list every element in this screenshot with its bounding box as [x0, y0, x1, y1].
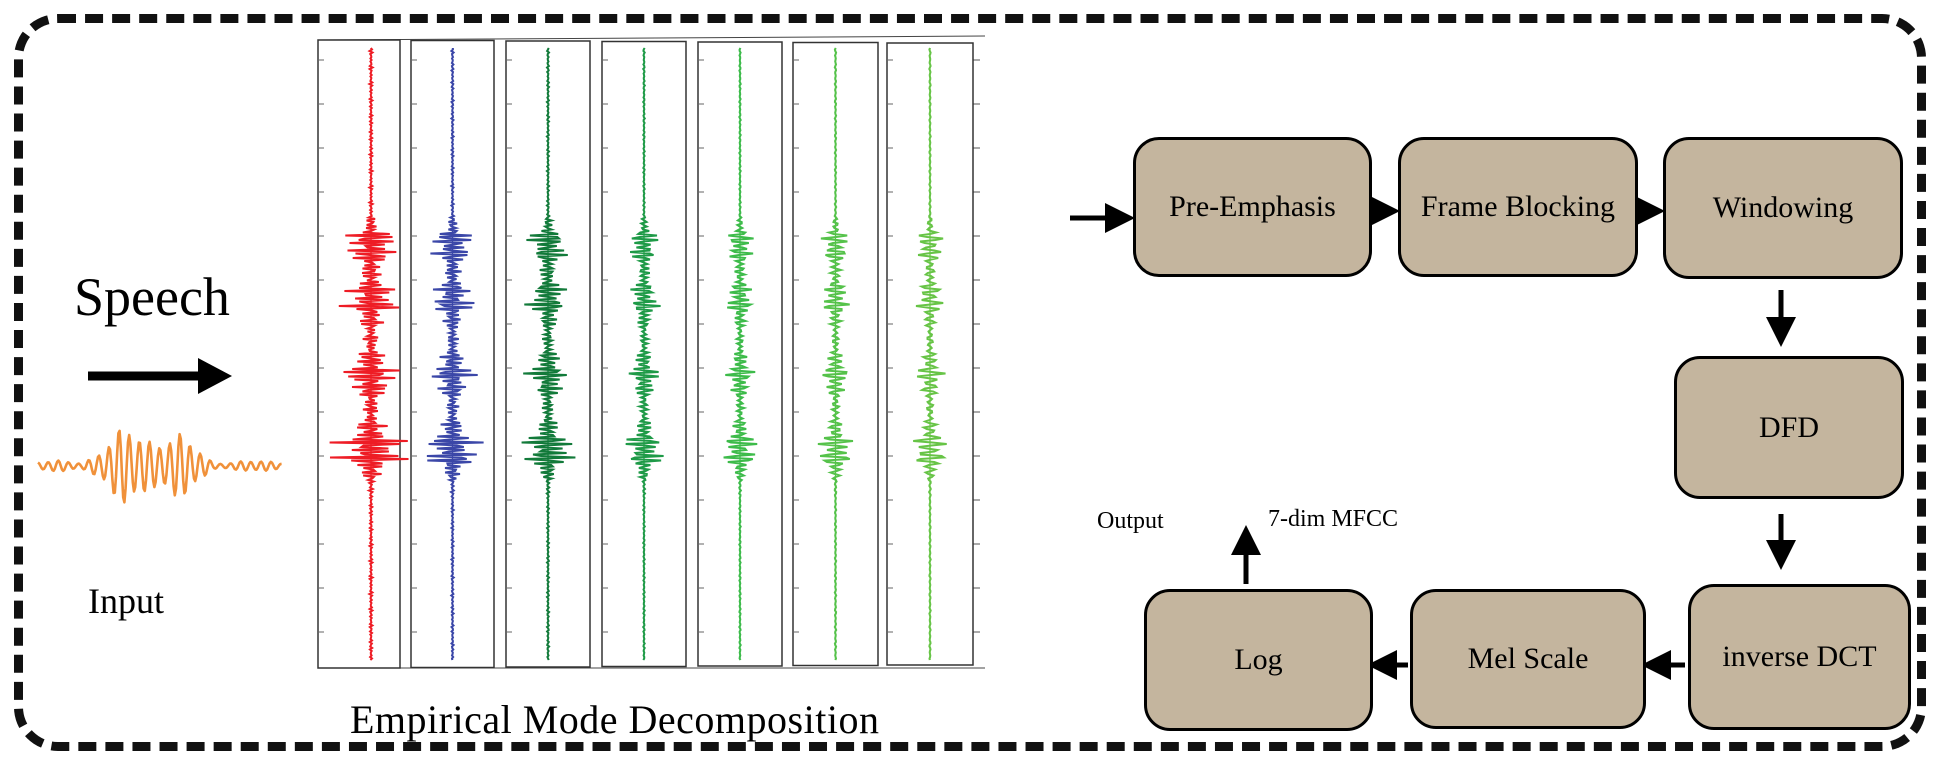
emd-plot-image	[317, 35, 986, 669]
emd-caption: Empirical Mode Decomposition	[350, 697, 880, 742]
frame-blocking-label: Frame Blocking	[1420, 190, 1616, 223]
inverse-dct-box: inverse DCT	[1688, 584, 1911, 730]
mel-scale-label: Mel Scale	[1467, 642, 1589, 675]
dashed-border-frame	[14, 14, 1926, 751]
frame-blocking-box: Frame Blocking	[1398, 137, 1638, 277]
output-label: Output	[1097, 508, 1164, 534]
input-waveform	[37, 429, 282, 504]
pre-emphasis-box: Pre-Emphasis	[1133, 137, 1372, 277]
mfcc-label: 7-dim MFCC	[1268, 506, 1399, 532]
dfd-label: DFD	[1758, 410, 1819, 444]
log-box: Log	[1144, 589, 1373, 731]
log-label: Log	[1234, 643, 1283, 676]
windowing-box: Windowing	[1663, 137, 1903, 279]
speech-arrow	[88, 358, 232, 394]
mel-scale-box: Mel Scale	[1410, 589, 1646, 729]
pre-emphasis-label: Pre-Emphasis	[1169, 190, 1336, 223]
speech-label: Speech	[74, 267, 230, 327]
input-label: Input	[88, 581, 164, 621]
dfd-box: DFD	[1674, 356, 1904, 499]
inverse-dct-label: inverse DCT	[1722, 640, 1877, 673]
windowing-label: Windowing	[1712, 191, 1854, 224]
flow-arrows	[1070, 196, 1796, 680]
